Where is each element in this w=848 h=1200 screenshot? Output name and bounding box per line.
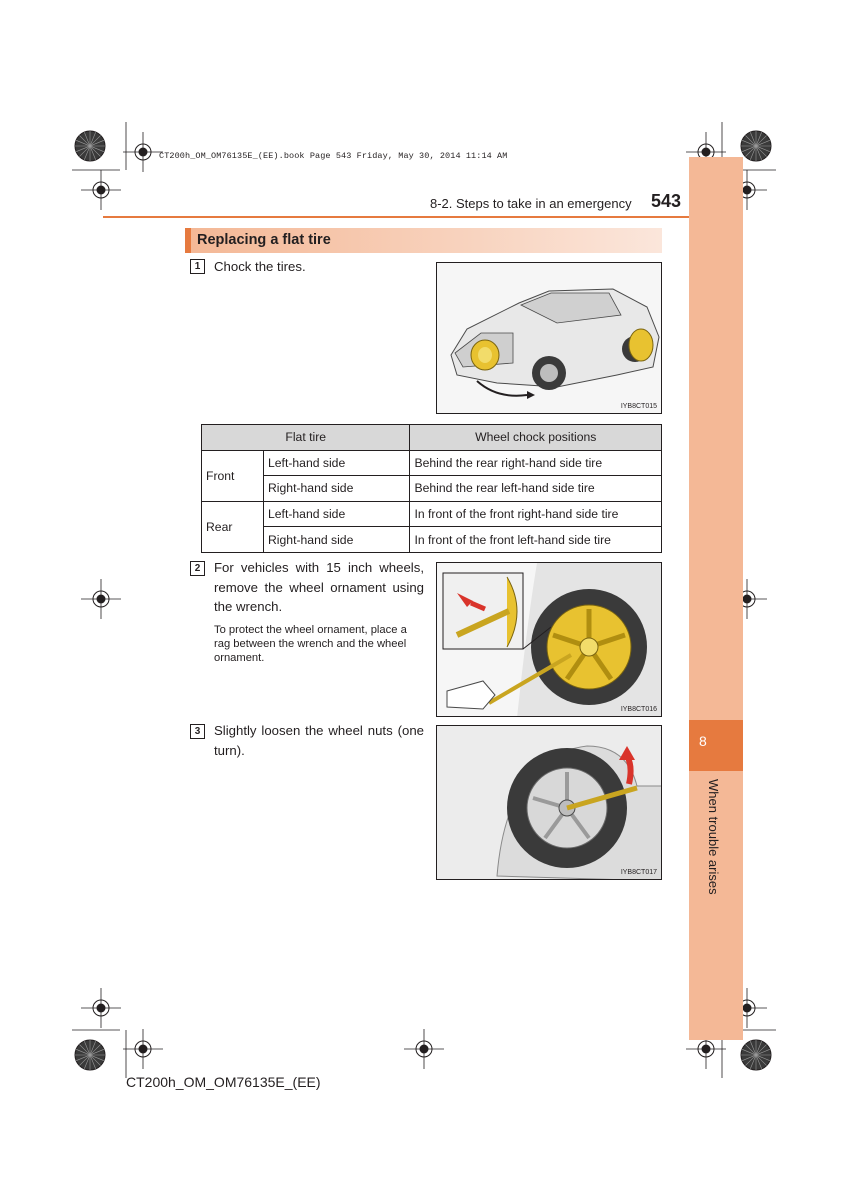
step-3-number: 3 <box>190 724 205 739</box>
table-cell-side: Right-hand side <box>262 475 411 502</box>
step-2-text: For vehicles with 15 inch wheels, remove… <box>214 560 424 614</box>
table-group-rear: Rear <box>201 500 264 553</box>
step-2-note: To protect the wheel ornament, place a r… <box>214 624 407 665</box>
chapter-side-tab <box>689 157 743 1040</box>
header-rule <box>103 216 689 218</box>
table-cell-side: Right-hand side <box>262 526 411 553</box>
table-row: Right-hand side Behind the rear left-han… <box>202 475 662 502</box>
figure-loosen-nuts: IYB8CT017 <box>436 725 662 880</box>
table-cell-position: Behind the rear left-hand side tire <box>409 475 662 502</box>
table-cell-side: Left-hand side <box>262 449 411 477</box>
table-row: Front Left-hand side Behind the rear rig… <box>201 449 662 502</box>
table-header-chock-positions: Wheel chock positions <box>409 424 662 451</box>
wheel-chock-table: Flat tire Wheel chock positions Front Le… <box>200 424 662 553</box>
car-illustration <box>450 288 660 399</box>
page-number: 543 <box>651 191 682 211</box>
figure-code: IYB8CT015 <box>620 403 657 410</box>
chapter-number: 8 <box>699 733 707 749</box>
table-row: Rear Left-hand side In front of the fron… <box>201 500 662 553</box>
step-1-text: Chock the tires. <box>214 259 306 274</box>
step-2-number: 2 <box>190 561 205 576</box>
step-1-number: 1 <box>190 259 205 274</box>
figure-code: IYB8CT017 <box>620 869 657 876</box>
chapter-number-box <box>689 720 743 771</box>
figure-chocked-car: IYB8CT015 <box>436 262 662 414</box>
table-cell-position: In front of the front right-hand side ti… <box>409 500 662 528</box>
heading-bar <box>185 228 662 253</box>
table-cell-side: Left-hand side <box>262 500 411 528</box>
chapter-title: When trouble arises <box>706 779 721 895</box>
print-slug: CT200h_OM_OM76135E_(EE).book Page 543 Fr… <box>159 151 508 161</box>
section-title: 8-2. Steps to take in an emergency <box>430 196 632 211</box>
page-heading: Replacing a flat tire <box>197 232 331 248</box>
figure-code: IYB8CT016 <box>620 706 657 713</box>
wheel-ornament-illustration <box>442 563 661 716</box>
table-cell-position: Behind the rear right-hand side tire <box>409 449 662 477</box>
figure-wheel-ornament: IYB8CT016 <box>436 562 662 717</box>
table-group-front: Front <box>201 449 264 502</box>
table-header-flat-tire: Flat tire <box>200 424 411 451</box>
table-row: Right-hand side In front of the front le… <box>202 526 662 553</box>
footer-doc-id: CT200h_OM_OM76135E_(EE) <box>126 1074 321 1090</box>
table-cell-position: In front of the front left-hand side tir… <box>409 526 662 553</box>
loosen-nuts-illustration <box>437 726 661 879</box>
table-header-row: Flat tire Wheel chock positions <box>200 424 662 451</box>
step-3-text: Slightly loosen the wheel nuts (one turn… <box>214 723 424 758</box>
